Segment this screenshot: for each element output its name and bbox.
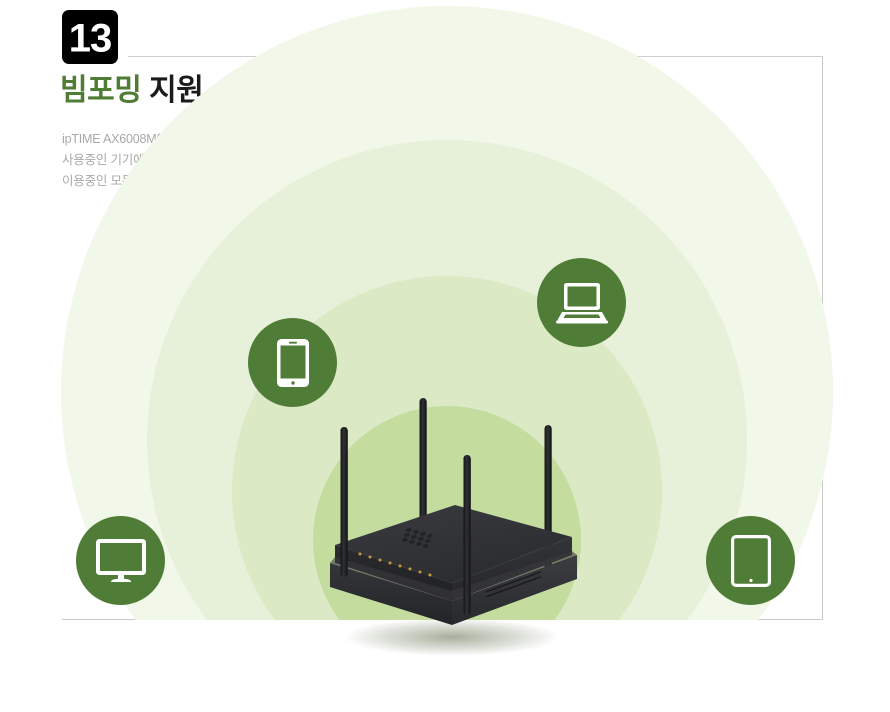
tablet-icon [730,534,771,587]
router-base-left [330,563,452,625]
router-led-indicators [358,552,432,577]
router-vent-grille [402,527,433,549]
router-top-face [335,505,572,583]
device-bubble-laptop [537,258,626,347]
smartphone-icon [276,338,310,388]
router-antennas-front [340,427,471,615]
router-shadow [344,618,560,656]
device-bubble-tablet [706,516,795,605]
section-number-text: 13 [68,16,112,61]
device-bubble-monitor [76,516,165,605]
router-base-right [452,555,577,625]
page-title-highlight: 빔포밍 [60,74,142,107]
section-number-badge: 13 [62,10,118,64]
wifi-router [300,385,600,660]
router-base-lip [330,551,577,601]
monitor-icon [95,538,147,584]
router-base-vents [486,571,542,598]
laptop-icon [555,281,608,325]
device-bubble-smartphone [248,318,337,407]
